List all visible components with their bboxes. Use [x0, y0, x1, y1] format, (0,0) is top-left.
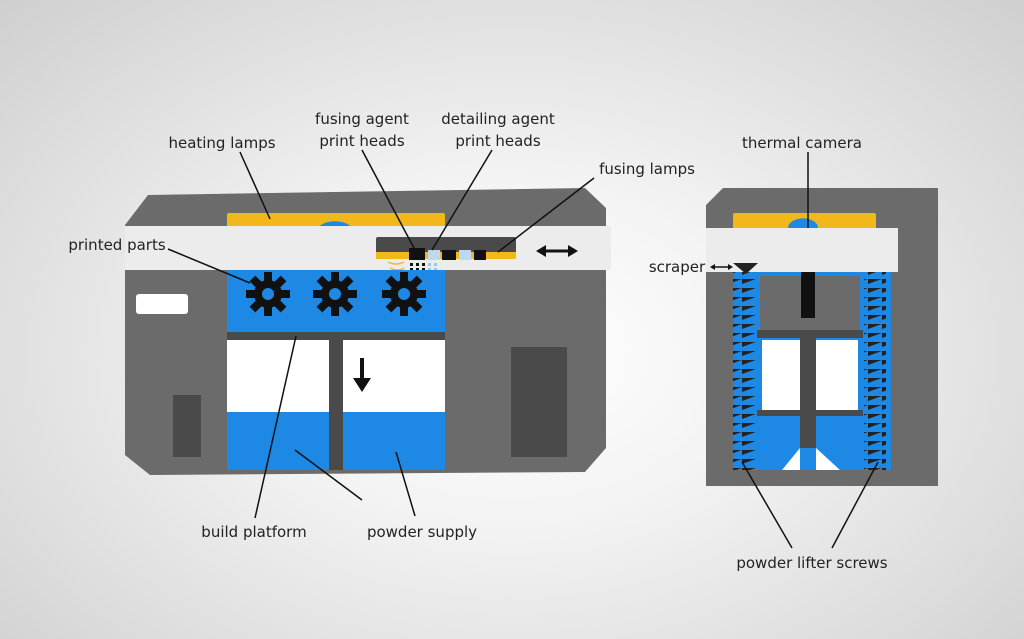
scraper-blade: [733, 263, 758, 274]
label-powder-lifter-screws: powder lifter screws: [736, 554, 887, 572]
leader-lines: [167, 149, 879, 549]
platform-divider: [227, 332, 445, 340]
double-arrow-icon: [536, 245, 578, 257]
side-lamp-bulb: [788, 218, 818, 228]
label-heating-lamps: heating lamps: [168, 134, 275, 152]
detailing-agent-head-3: [459, 250, 471, 260]
detailing-agent-head-2: [442, 250, 456, 260]
label-detailing-agent-2: print heads: [455, 132, 540, 150]
down-arrow-icon: [353, 358, 371, 392]
side-well-left: [762, 340, 800, 410]
label-printed-parts: printed parts: [68, 236, 166, 254]
powder-supply-powder: [343, 412, 445, 470]
build-platform-powder: [227, 412, 329, 470]
label-thermal-camera: thermal camera: [742, 134, 862, 152]
thermal-camera-stem: [801, 272, 815, 318]
side-platform: [757, 410, 863, 416]
side-divider: [757, 330, 863, 338]
carriage-rail: [125, 226, 611, 270]
spray-dots: [410, 263, 425, 271]
label-powder-supply: powder supply: [367, 523, 477, 541]
side-center-piston: [800, 338, 816, 448]
side-well-right: [816, 340, 858, 410]
label-fusing-lamps: fusing lamps: [599, 160, 695, 178]
gear-icon: [313, 272, 357, 316]
detailing-agent-head: [428, 250, 440, 260]
label-detailing-agent-1: detailing agent: [441, 110, 555, 128]
label-fusing-agent-2: print heads: [319, 132, 404, 150]
side-view-printer: [706, 188, 938, 486]
build-well-empty-right: [343, 340, 445, 412]
status-badge: [136, 294, 188, 314]
side-powder-mound-left: [782, 448, 800, 470]
label-build-platform: build platform: [201, 523, 306, 541]
scraper-arrow-icon: [710, 264, 733, 270]
screw-right: [864, 272, 886, 470]
label-scraper: scraper: [649, 258, 706, 276]
side-powder-mound-right: [816, 448, 840, 470]
side-carriage-rail: [706, 228, 898, 272]
build-well-empty-left: [227, 340, 329, 412]
fusing-agent-head: [409, 248, 425, 260]
main-printer: [125, 188, 611, 475]
label-fusing-agent-1: fusing agent: [315, 110, 409, 128]
detailing-agent-head-4: [474, 250, 486, 260]
side-panel-right: [511, 347, 567, 457]
gear-icon: [382, 272, 426, 316]
gear-icon: [246, 272, 290, 316]
side-panel-left: [173, 395, 201, 457]
spray-dots-blue: [428, 263, 437, 271]
center-piston: [329, 340, 343, 470]
screw-left: [733, 272, 755, 470]
